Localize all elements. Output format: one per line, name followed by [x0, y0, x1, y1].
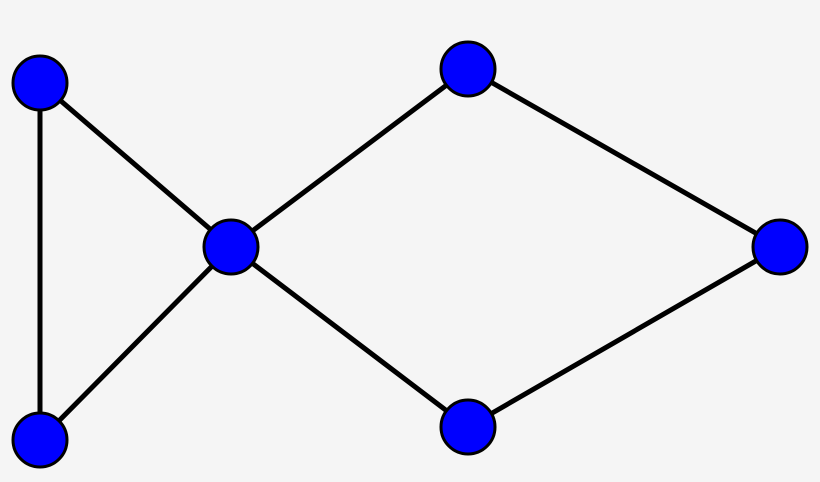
edge-n2-n3 — [37, 244, 234, 443]
edge-n3-n4 — [228, 66, 471, 250]
node-n2 — [11, 411, 69, 469]
node-n3 — [202, 218, 260, 276]
node-n4 — [439, 40, 497, 98]
node-n5 — [439, 398, 497, 456]
edges-layer — [37, 66, 783, 443]
edge-n3-n5 — [228, 244, 471, 430]
edge-n1-n3 — [37, 80, 234, 250]
node-n6 — [751, 218, 809, 276]
edge-n5-n6 — [465, 244, 783, 430]
nodes-layer — [11, 40, 809, 469]
edge-n4-n6 — [465, 66, 783, 250]
node-n1 — [11, 54, 69, 112]
